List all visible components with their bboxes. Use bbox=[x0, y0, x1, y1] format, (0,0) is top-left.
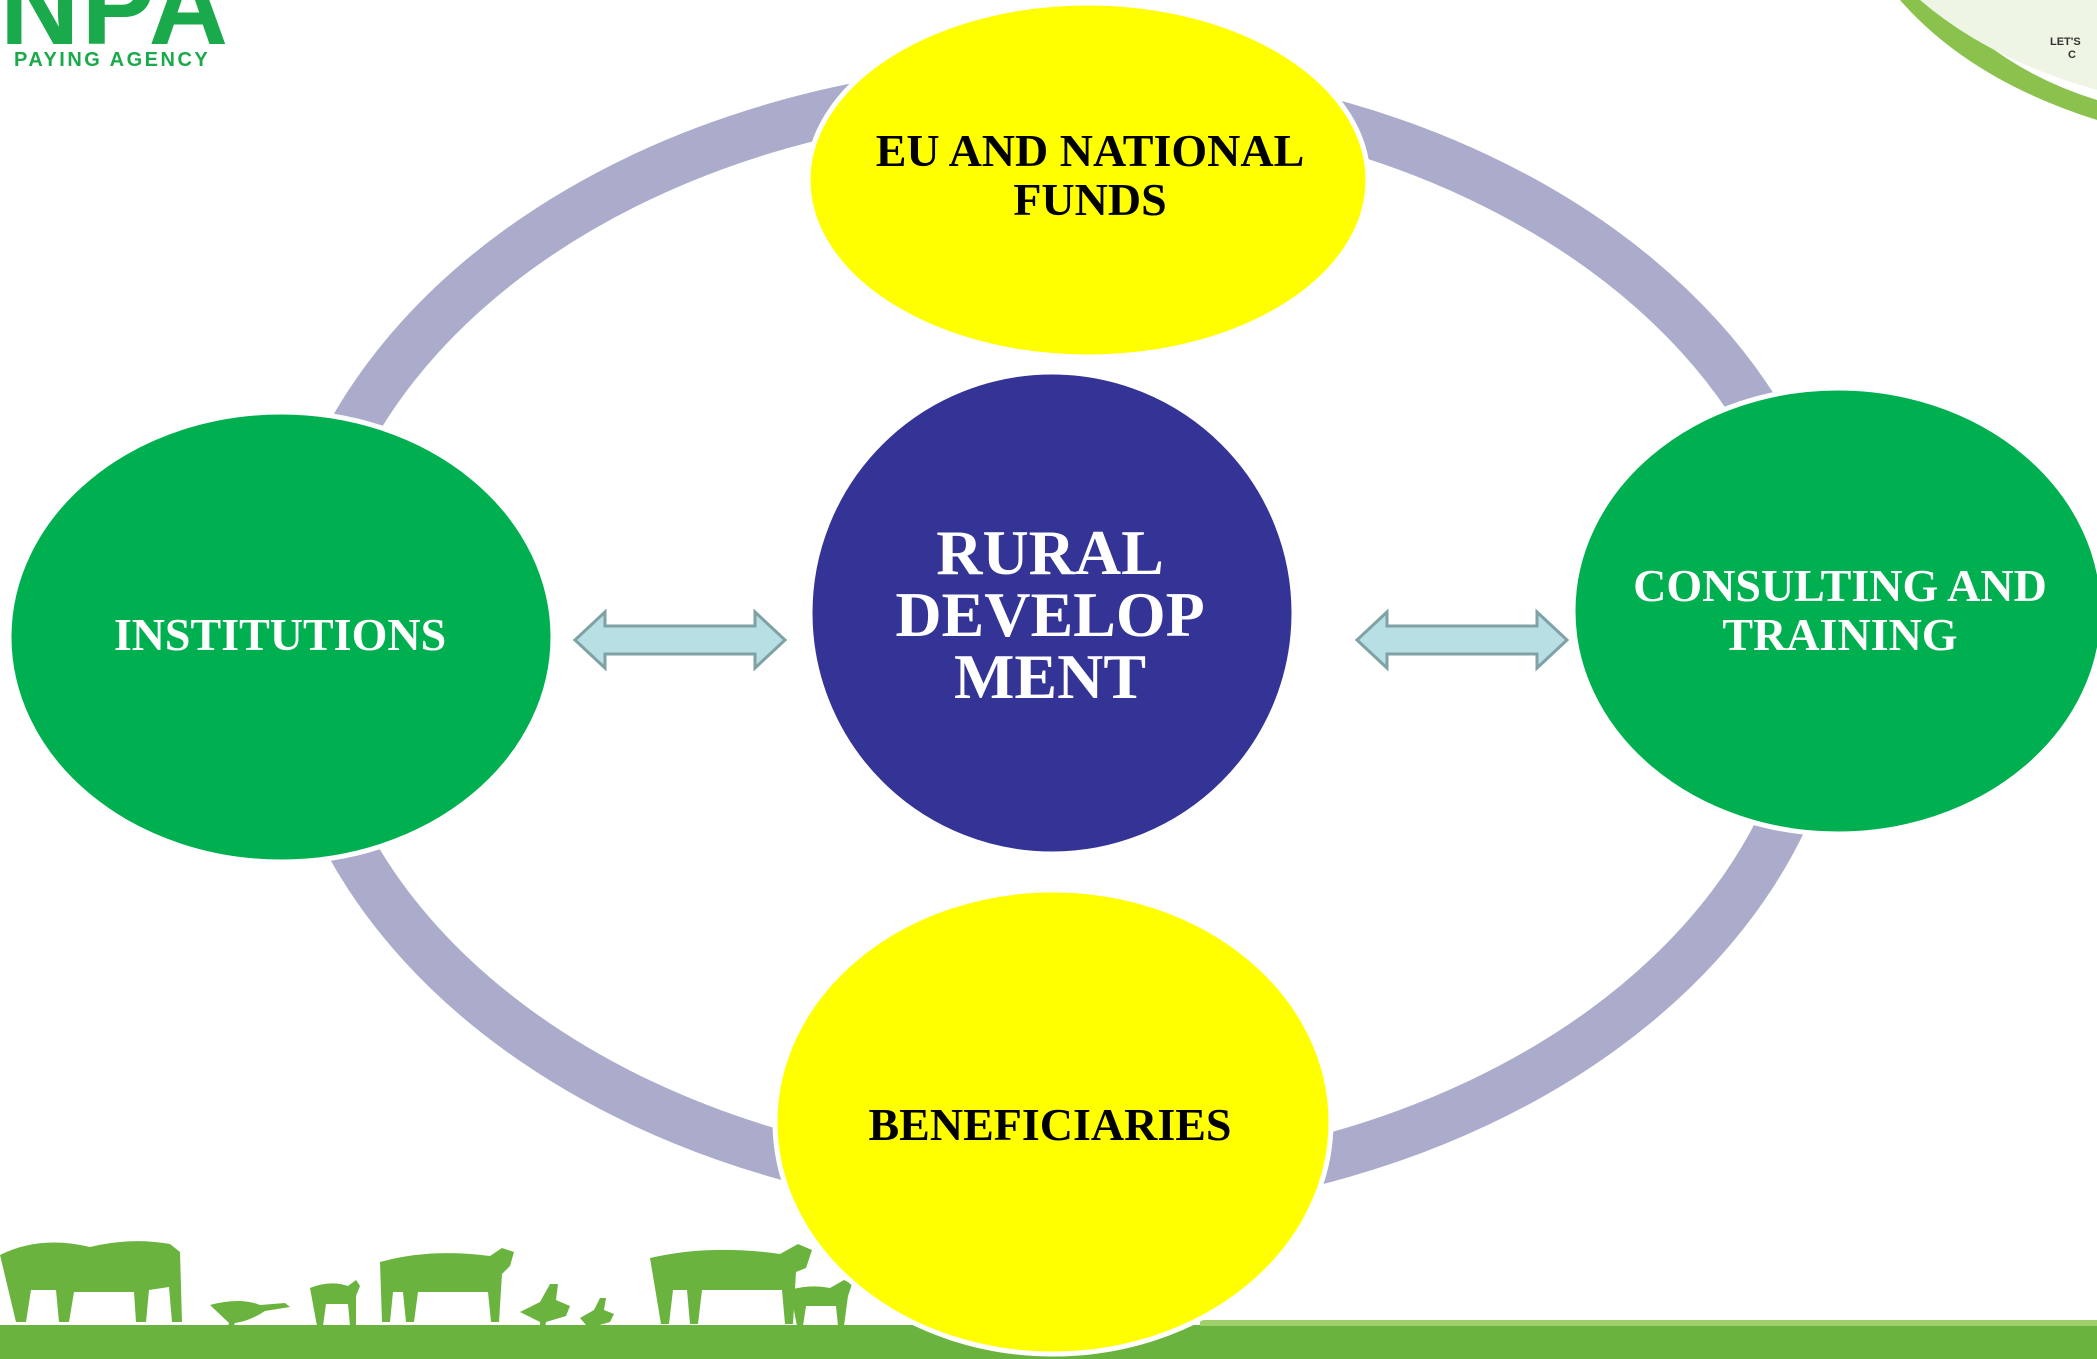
farm-animals-silhouette bbox=[0, 1241, 852, 1334]
node-eu-national-funds: EU AND NATIONAL FUNDS bbox=[875, 125, 1305, 225]
center-node-circle bbox=[807, 369, 1297, 857]
bottom-node-circle bbox=[772, 887, 1334, 1357]
right-node-circle bbox=[1570, 385, 2097, 837]
top-node-circle bbox=[805, 0, 1371, 360]
right-double-arrow bbox=[1354, 608, 1570, 672]
logo-subtitle: PAYING AGENCY bbox=[14, 49, 211, 71]
corner-tagline: LET'S C bbox=[2050, 36, 2081, 62]
left-node-circle bbox=[6, 409, 556, 865]
node-beneficiaries: BENEFICIARIES bbox=[868, 1099, 1232, 1150]
node-institutions: INSTITUTIONS bbox=[113, 609, 447, 660]
node-rural-development: RURAL DEVELOP MENT bbox=[895, 517, 1205, 712]
node-consulting-training: CONSULTING AND TRAINING bbox=[1633, 560, 2047, 660]
corner-tagline-line1: LET'S bbox=[2050, 36, 2081, 48]
corner-tagline-line2: C bbox=[2068, 49, 2076, 61]
corner-swoosh-icon bbox=[1900, 0, 2097, 120]
npa-logo: NPA bbox=[0, 0, 231, 68]
left-double-arrow bbox=[572, 608, 788, 672]
